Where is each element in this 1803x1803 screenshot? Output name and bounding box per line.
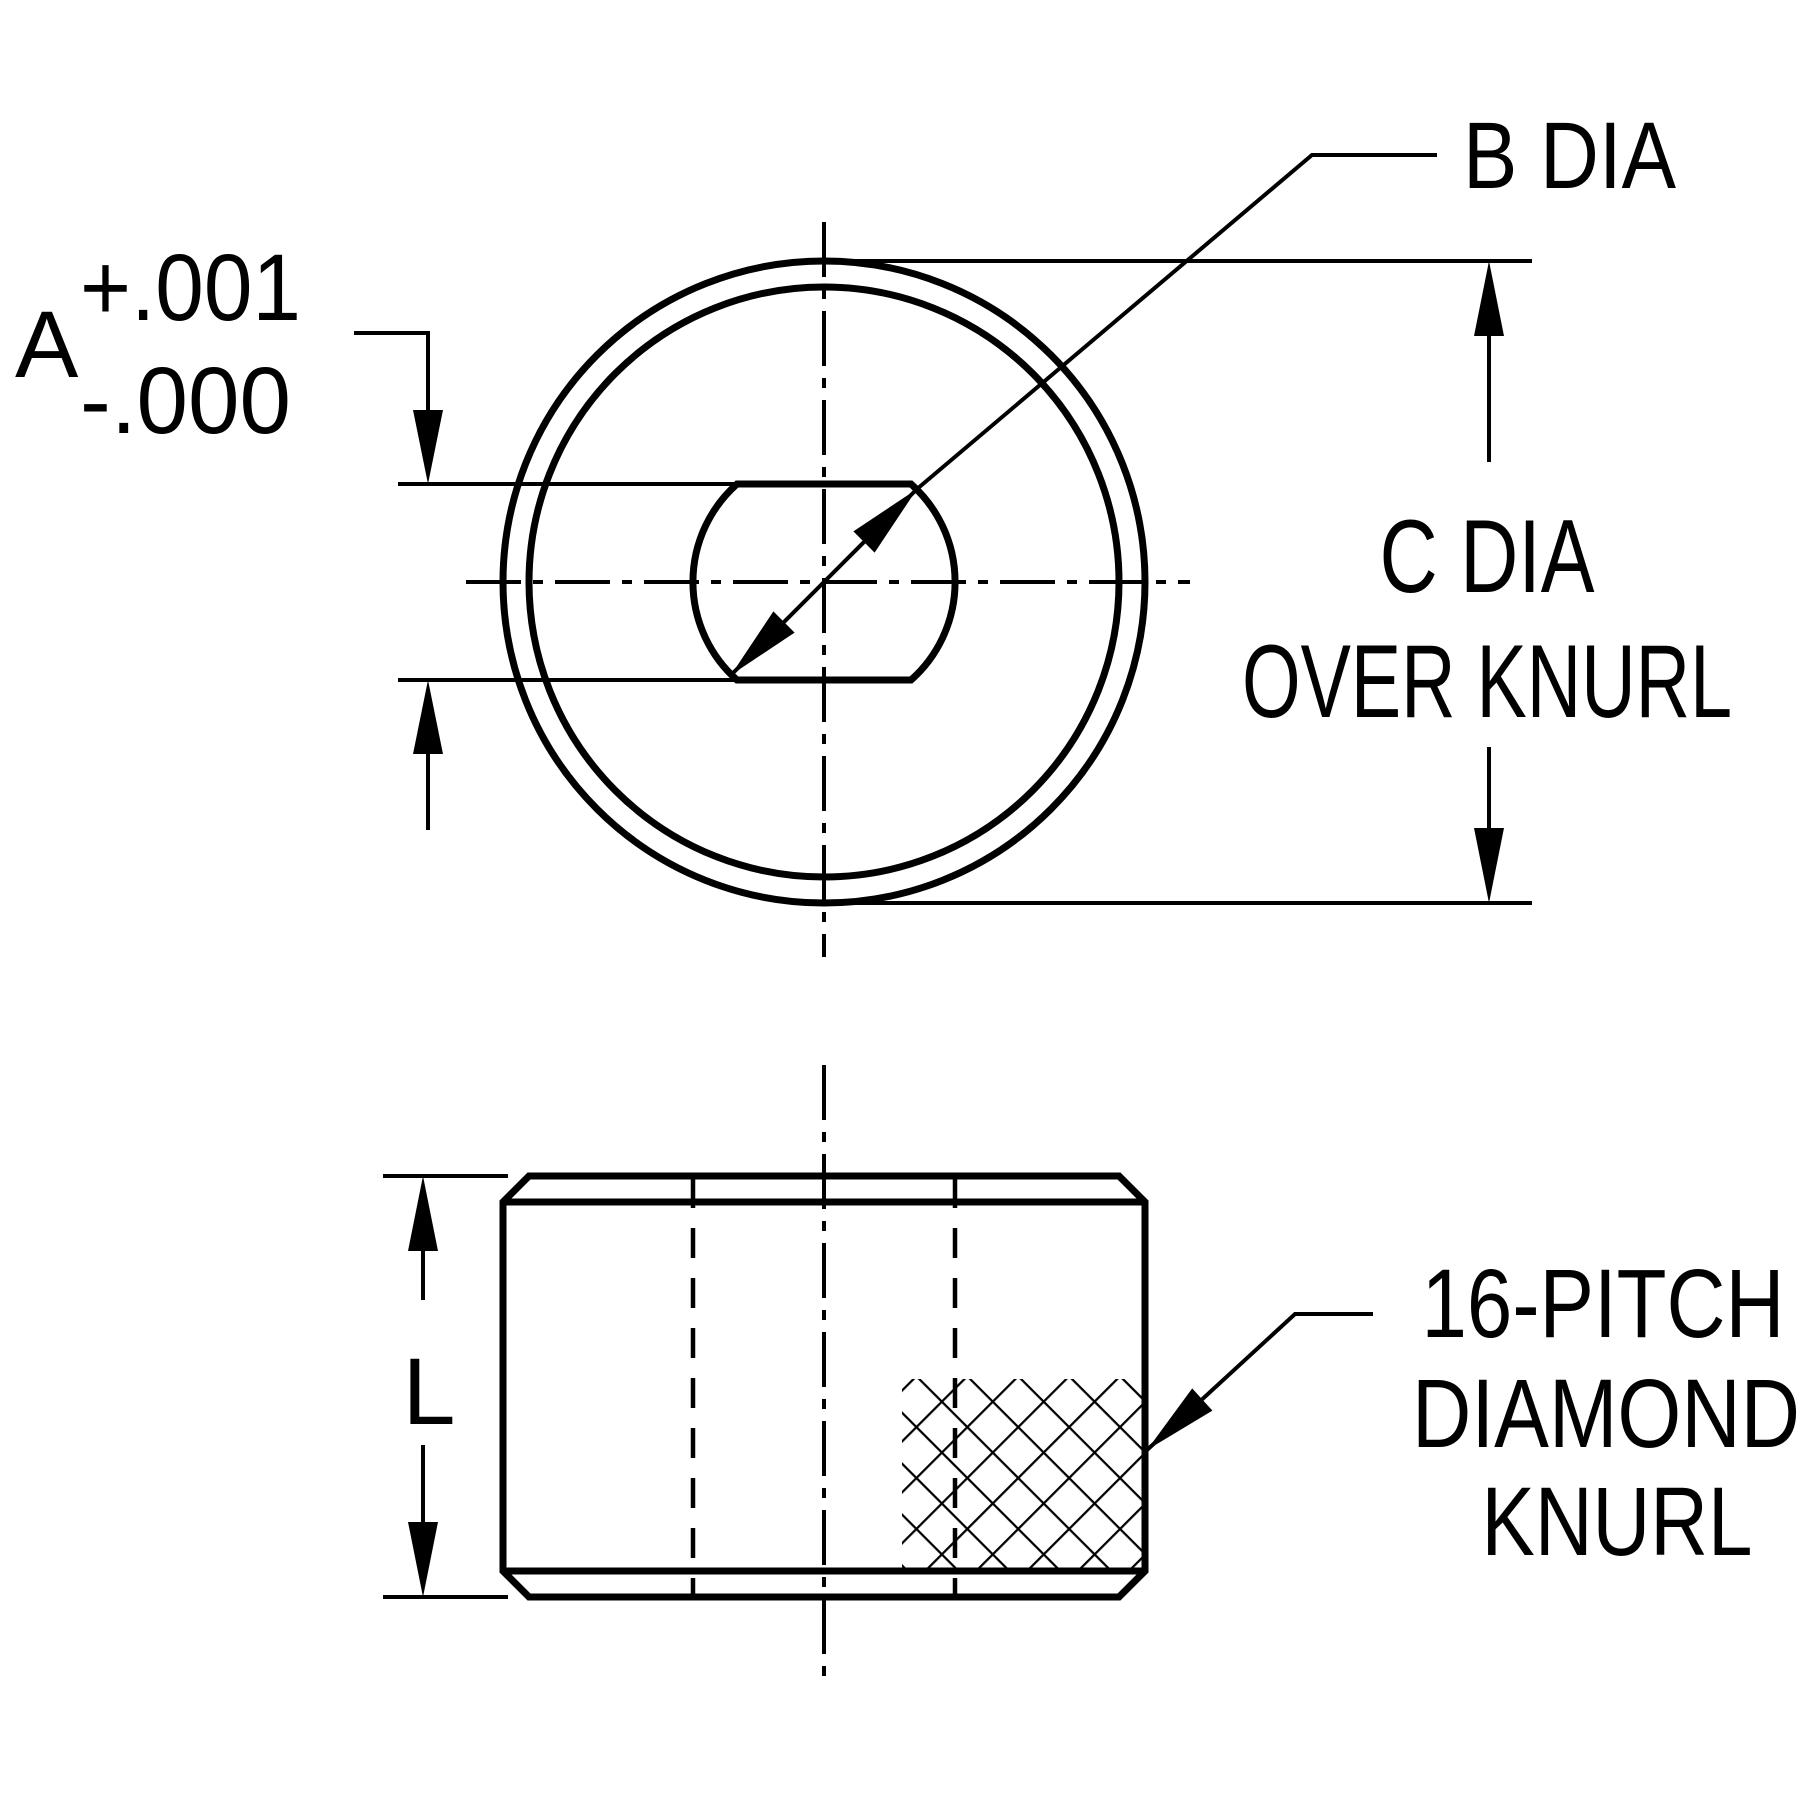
tolerance-plus-label: +.001 [80, 235, 301, 341]
knurl-hatch-region [902, 1379, 1145, 1570]
chamfer-circle [525, 283, 1123, 881]
b-dia-leader [915, 153, 1437, 491]
a-dim-arrow-up [413, 680, 443, 754]
outer-knurl-circle [499, 257, 1149, 907]
side-view-outline [499, 1172, 1149, 1601]
l-dim-arrow-down [408, 1522, 438, 1597]
b-dia-arrow-upper-right [853, 489, 917, 553]
top-view: A +.001 -.000 B DIA C DIA OVER KNURL [15, 103, 1732, 957]
tolerance-minus-label: -.000 [80, 348, 291, 454]
side-view: L 16-PITCH DIAMOND KNURL [383, 1065, 1800, 1685]
a-dim-arrow-down [413, 410, 443, 484]
double-d-hole-outline [689, 480, 959, 684]
c-dia-label-line1: C DIA [1380, 499, 1595, 615]
c-dim-arrow-down [1474, 828, 1504, 903]
c-dim-arrow-up [1474, 261, 1504, 336]
knurl-label-line3: KNURL [1482, 1467, 1753, 1576]
a-dim-leader [354, 331, 430, 410]
c-dia-label-line2: OVER KNURL [1242, 624, 1732, 740]
length-label: L [403, 1339, 456, 1445]
b-dia-label: B DIA [1463, 103, 1677, 209]
b-dia-arrow-lower-left [731, 611, 795, 675]
knurl-leader-arrow [1147, 1388, 1213, 1450]
knurl-label-line2: DIAMOND [1412, 1359, 1800, 1468]
l-dim-arrow-up [408, 1176, 438, 1251]
datum-a-label: A [15, 292, 79, 398]
knurl-label-line1: 16-PITCH [1422, 1249, 1785, 1358]
knurl-leader [1145, 1312, 1373, 1452]
